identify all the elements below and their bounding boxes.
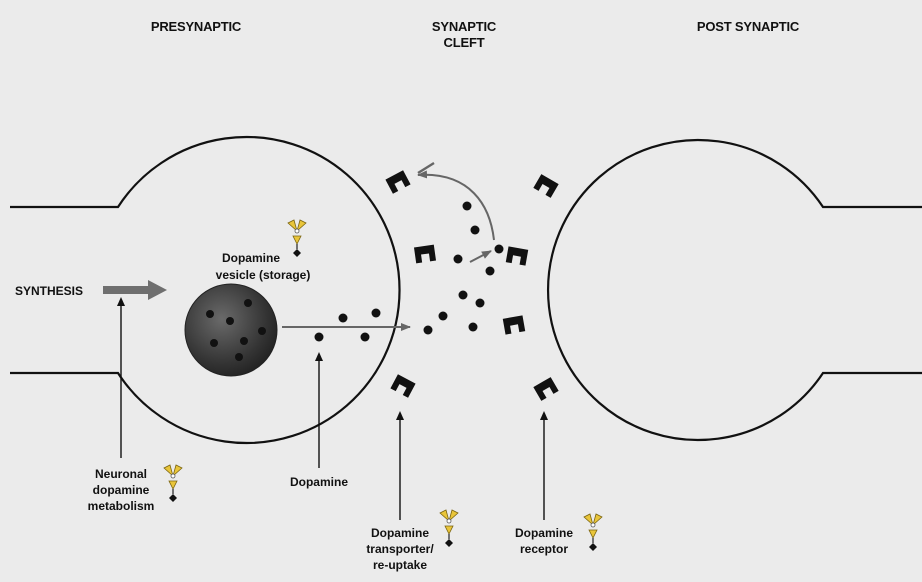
metabolism-label-line3: metabolism bbox=[88, 499, 155, 513]
vesicle-label-line2: vesicle (storage) bbox=[216, 268, 311, 282]
receptor-label-line2: receptor bbox=[520, 542, 568, 556]
dopamine-vesicle bbox=[184, 283, 278, 377]
postsynaptic-neuron-outline bbox=[546, 138, 922, 442]
metabolism-pointer-head bbox=[117, 297, 125, 306]
dopamine-receptor-1 bbox=[533, 174, 559, 198]
receptor-binding-arrow bbox=[469, 250, 492, 263]
dopamine-receptor-2 bbox=[505, 246, 529, 266]
dopamine-transporter-1 bbox=[385, 170, 411, 194]
postsynaptic-header: POST SYNAPTIC bbox=[697, 19, 800, 34]
transporter-pointer-head bbox=[396, 411, 404, 420]
metabolism-label-line2: dopamine bbox=[93, 483, 150, 497]
synthesis-arrow bbox=[103, 280, 167, 300]
metabolism-label-line1: Neuronal bbox=[95, 467, 147, 481]
synthesis-label: SYNTHESIS bbox=[15, 284, 83, 298]
vesicle-label-line1: Dopamine bbox=[222, 251, 280, 265]
transporter-label-line3: re-uptake bbox=[373, 558, 427, 572]
reuptake-curved-arrow bbox=[417, 170, 495, 241]
dopamine-receptor-3 bbox=[502, 315, 526, 335]
transporter-label-line2: transporter/ bbox=[366, 542, 434, 556]
presynaptic-terminal-outline bbox=[10, 135, 401, 445]
dopamine-transporter-2 bbox=[413, 244, 437, 264]
receptor-label-line1: Dopamine bbox=[515, 526, 573, 540]
dopamine-transporter-3 bbox=[390, 374, 416, 398]
dopamine-receptor-4 bbox=[533, 377, 559, 401]
transporter-radiation-tracer-icon bbox=[439, 509, 459, 548]
dopamine-pointer-head bbox=[315, 352, 323, 361]
transporter-label-line1: Dopamine bbox=[371, 526, 429, 540]
dopamine-label: Dopamine bbox=[290, 475, 348, 489]
receptor-radiation-tracer-icon bbox=[583, 513, 603, 552]
presynaptic-header: PRESYNAPTIC bbox=[151, 19, 242, 34]
vesicle-dopamine-dots bbox=[206, 299, 266, 361]
vesicle-radiation-tracer-icon bbox=[287, 219, 307, 258]
synaptic-cleft-header-line2: CLEFT bbox=[444, 35, 485, 50]
metabolism-radiation-tracer-icon bbox=[163, 464, 183, 503]
dopamine-molecules bbox=[314, 201, 504, 342]
synaptic-cleft-header-line1: SYNAPTIC bbox=[432, 19, 497, 34]
receptor-pointer-head bbox=[540, 411, 548, 420]
reuptake-short-arrow bbox=[417, 161, 435, 175]
